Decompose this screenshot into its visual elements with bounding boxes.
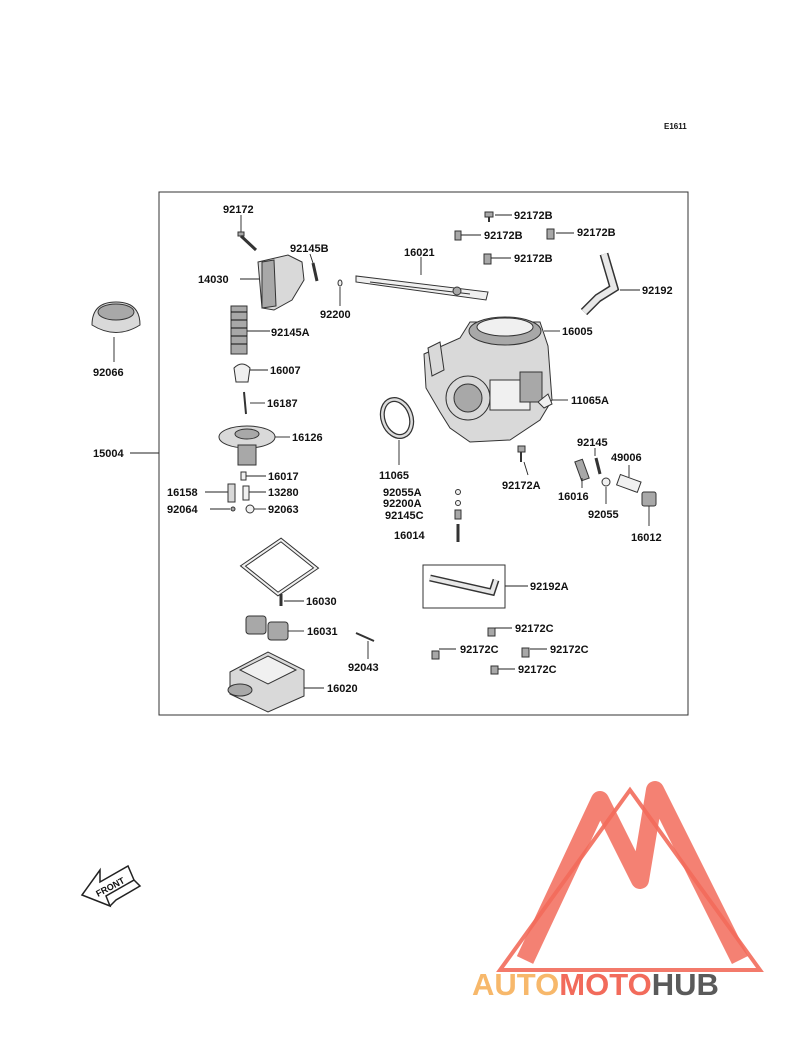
label-13280: 13280 xyxy=(268,487,299,499)
label-16012: 16012 xyxy=(631,532,662,544)
part-16126-diaphragm[interactable] xyxy=(218,425,290,466)
part-16187-needle[interactable] xyxy=(243,391,265,415)
part-92145A-spring[interactable] xyxy=(230,305,270,355)
part-92192A-hose[interactable] xyxy=(422,564,528,609)
part-92172C-screw-2[interactable] xyxy=(431,648,456,660)
svg-text:AUTOMOTOHUB: AUTOMOTOHUB xyxy=(472,967,719,1002)
label-92172C-4: 92172C xyxy=(518,664,557,676)
part-92055A-oring[interactable] xyxy=(455,489,461,495)
label-49006: 49006 xyxy=(611,452,642,464)
label-16030: 16030 xyxy=(306,596,337,608)
part-92055-oring[interactable] xyxy=(601,477,611,504)
part-92200A-washer[interactable] xyxy=(455,500,461,506)
label-11065: 11065 xyxy=(379,470,409,482)
part-16030-valve[interactable] xyxy=(279,594,304,606)
part-92172B-screw-4[interactable] xyxy=(483,253,511,265)
label-92172C-1: 92172C xyxy=(515,623,554,635)
part-92172C-screw-4[interactable] xyxy=(490,665,515,675)
label-92055A: 92055A xyxy=(383,487,422,499)
part-14030-cover[interactable] xyxy=(240,254,305,311)
label-16017: 16017 xyxy=(268,471,299,483)
part-92172C-screw-1[interactable] xyxy=(487,627,512,637)
label-16020: 16020 xyxy=(327,683,358,695)
automotohub-logo: AUTOMOTOHUB xyxy=(472,781,764,1002)
part-16158-jet[interactable] xyxy=(205,483,236,503)
label-92192A: 92192A xyxy=(530,581,569,593)
part-92064-oring[interactable] xyxy=(210,506,236,512)
label-16126: 16126 xyxy=(292,432,323,444)
part-92172B-screw-2[interactable] xyxy=(454,230,481,241)
part-16012-cap[interactable] xyxy=(641,491,657,526)
label-92200A: 92200A xyxy=(383,498,422,510)
part-16007-holder[interactable] xyxy=(233,363,268,383)
assembly-frame xyxy=(158,191,689,716)
part-92172-screw[interactable] xyxy=(237,215,258,252)
part-16020-float-bowl[interactable] xyxy=(227,651,324,713)
label-92200: 92200 xyxy=(320,309,351,321)
label-92043: 92043 xyxy=(348,662,379,674)
part-float-bowl-gasket[interactable] xyxy=(239,537,320,597)
label-92172C-3: 92172C xyxy=(550,644,589,656)
front-arrow-icon: FRONT xyxy=(80,864,142,908)
label-92064: 92064 xyxy=(167,504,198,516)
label-92145B: 92145B xyxy=(290,243,329,255)
part-92063-oring[interactable] xyxy=(245,504,266,514)
part-92172B-screw-3[interactable] xyxy=(546,228,574,240)
part-13280-holder[interactable] xyxy=(242,485,266,501)
label-16187: 16187 xyxy=(267,398,298,410)
part-92145C-spring[interactable] xyxy=(454,509,462,520)
part-92192-hose[interactable] xyxy=(580,252,640,316)
part-11065-oring[interactable] xyxy=(377,395,416,465)
part-49006-plunger[interactable] xyxy=(615,465,642,494)
label-15004: 15004 xyxy=(93,448,124,460)
label-16016: 16016 xyxy=(558,491,589,503)
label-16158: 16158 xyxy=(167,487,198,499)
part-92145-spring[interactable] xyxy=(594,448,602,475)
label-14030: 14030 xyxy=(198,274,229,286)
part-92172B-screw-1[interactable] xyxy=(484,211,512,222)
label-92172B-4: 92172B xyxy=(514,253,553,265)
label-16005: 16005 xyxy=(562,326,593,338)
label-92172B-3: 92172B xyxy=(577,227,616,239)
part-92043-pin[interactable] xyxy=(355,632,375,659)
label-92172A: 92172A xyxy=(502,480,541,492)
label-92066: 92066 xyxy=(93,367,124,379)
part-16031-float[interactable] xyxy=(245,615,304,641)
part-92172C-screw-3[interactable] xyxy=(521,647,547,658)
part-11065A-cap[interactable] xyxy=(537,393,568,409)
part-92145B-spring[interactable] xyxy=(309,253,319,282)
part-16016-screw[interactable] xyxy=(574,458,590,488)
part-16005-carburetor-body[interactable] xyxy=(423,316,560,443)
label-92192: 92192 xyxy=(642,285,673,297)
label-92055: 92055 xyxy=(588,509,619,521)
label-92172C-2: 92172C xyxy=(460,644,499,656)
label-92145A: 92145A xyxy=(271,327,310,339)
label-16031: 16031 xyxy=(307,626,338,638)
diagram-code: E1611 xyxy=(664,122,687,131)
part-16021-plate[interactable] xyxy=(355,257,489,301)
label-92172B-1: 92172B xyxy=(514,210,553,222)
label-92145: 92145 xyxy=(577,437,608,449)
part-92172A-screw[interactable] xyxy=(517,445,529,476)
label-16014: 16014 xyxy=(394,530,425,542)
label-92145C: 92145C xyxy=(385,510,424,522)
part-92200-washer[interactable] xyxy=(337,279,343,306)
label-92172B-2: 92172B xyxy=(484,230,523,242)
logo-part-auto: AUTO xyxy=(472,967,559,1002)
part-92066-cap[interactable] xyxy=(91,301,141,362)
logo-part-moto: MOTO xyxy=(559,967,651,1002)
label-16007: 16007 xyxy=(270,365,301,377)
label-92063: 92063 xyxy=(268,504,299,516)
logo-part-hub: HUB xyxy=(652,967,719,1002)
part-16017-jet[interactable] xyxy=(240,471,266,481)
label-92172: 92172 xyxy=(223,204,254,216)
label-16021: 16021 xyxy=(404,247,435,259)
label-11065A: 11065A xyxy=(571,395,609,407)
